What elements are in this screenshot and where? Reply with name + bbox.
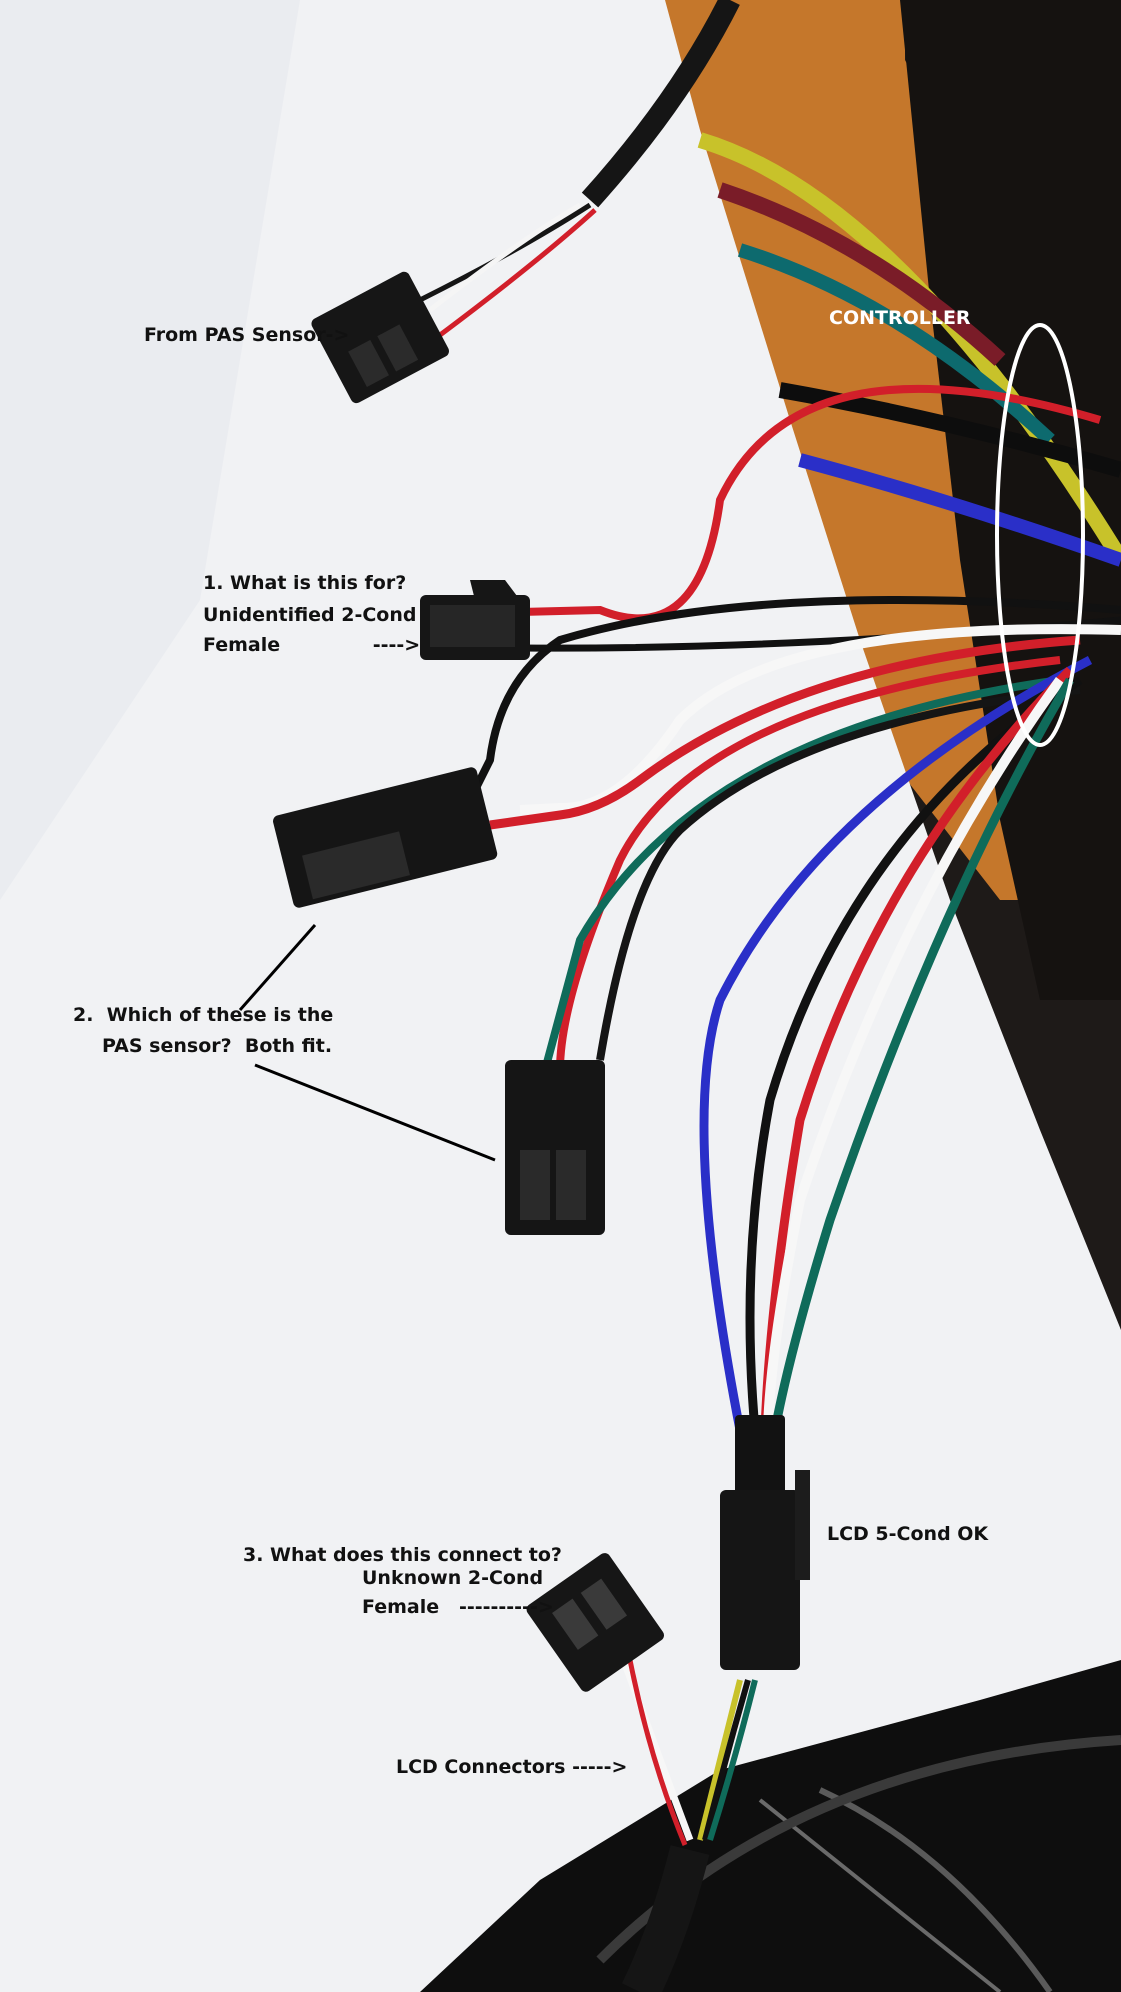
wire-black [778,382,1121,478]
wire-blue [798,453,1121,567]
question-1-line-3: Female ----> [203,634,421,656]
wire-blue [699,656,1093,1431]
wire-white [763,677,1065,1431]
wire-teal [737,243,1055,446]
wire-black [702,1679,751,1841]
question-3-line-2: Unknown 2-Cond [362,1567,544,1589]
wheel-area [400,1660,1121,1992]
wire-red [760,666,1074,1431]
pas-candidate-connector-1 [273,767,498,908]
question-2-line-2: PAS sensor? Both fit. [102,1035,333,1057]
wire-red [627,1659,688,1846]
wire-black [596,686,1081,1061]
unknown-2-cond-female-connector [526,1553,665,1692]
pointer-line [254,1063,496,1162]
lcd-connectors-label: LCD Connectors -----> [396,1756,628,1778]
lcd-5-cond-connector [720,1415,810,1670]
wire-green [770,677,1074,1431]
question-3-line-3: Female ----------> [362,1596,554,1618]
paper-shading [0,0,300,900]
wheel-spoke [818,1787,1053,1992]
unidentified-2-cond-female-connector [420,580,530,660]
wire-white [428,202,582,312]
question-1-line-2: Unidentified 2-Cond [203,604,417,626]
lcd-ok-label: LCD 5-Cond OK [827,1523,989,1545]
wire-red [489,635,1081,830]
controller-label: CONTROLLER [829,307,971,329]
wire-yellow [697,1679,743,1841]
wire-black [466,596,1121,802]
wire-red [556,656,1061,1071]
dark-controller-area [900,0,1121,1000]
pas-sensor-cable [581,0,740,208]
pas-sensor-connector [311,271,449,404]
pointer-line [238,924,317,1011]
pas-sensor-label: From PAS Sensor-> [144,324,350,346]
wire-maroon [717,182,1006,366]
controller-highlight-ellipse [995,323,1085,747]
question-2-line-1: 2. Which of these is the [73,1004,334,1026]
question-1-line-1: 1. What is this for? [203,572,407,594]
wire-black [745,676,1083,1431]
wheel-spoke [758,1798,1002,1992]
wire-red [438,208,597,337]
lcd-cable [621,1845,710,1992]
question-3-line-1: 3. What does this connect to? [243,1544,562,1566]
wire-white [616,1648,694,1842]
wire-green [707,1679,758,1841]
pas-candidate-connector-2 [505,1060,605,1235]
